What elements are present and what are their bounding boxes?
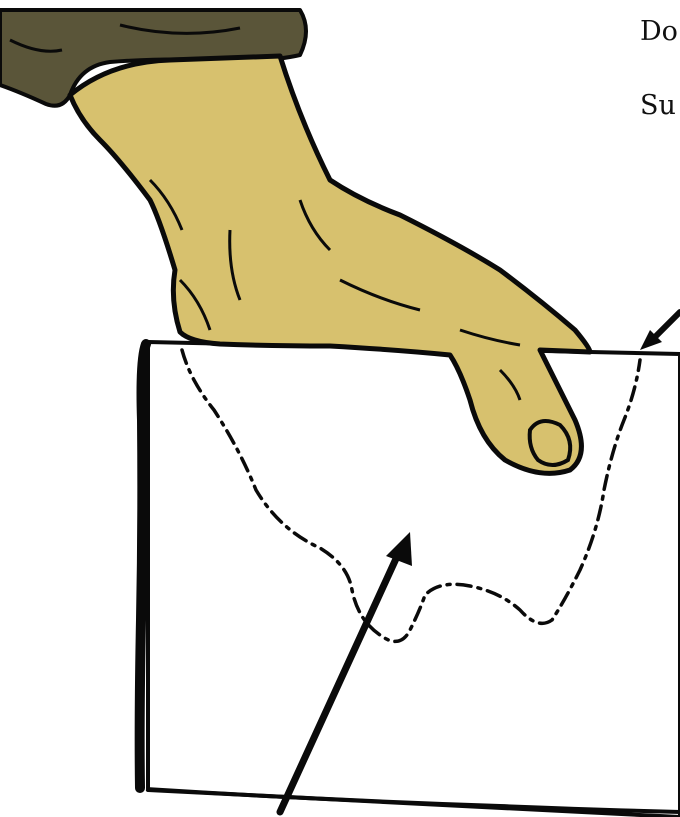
label-second: Su [640, 92, 676, 119]
fabric-sheet [140, 342, 680, 817]
pointer-arrow-to-corner [640, 312, 680, 350]
label-first: Do [640, 18, 678, 45]
